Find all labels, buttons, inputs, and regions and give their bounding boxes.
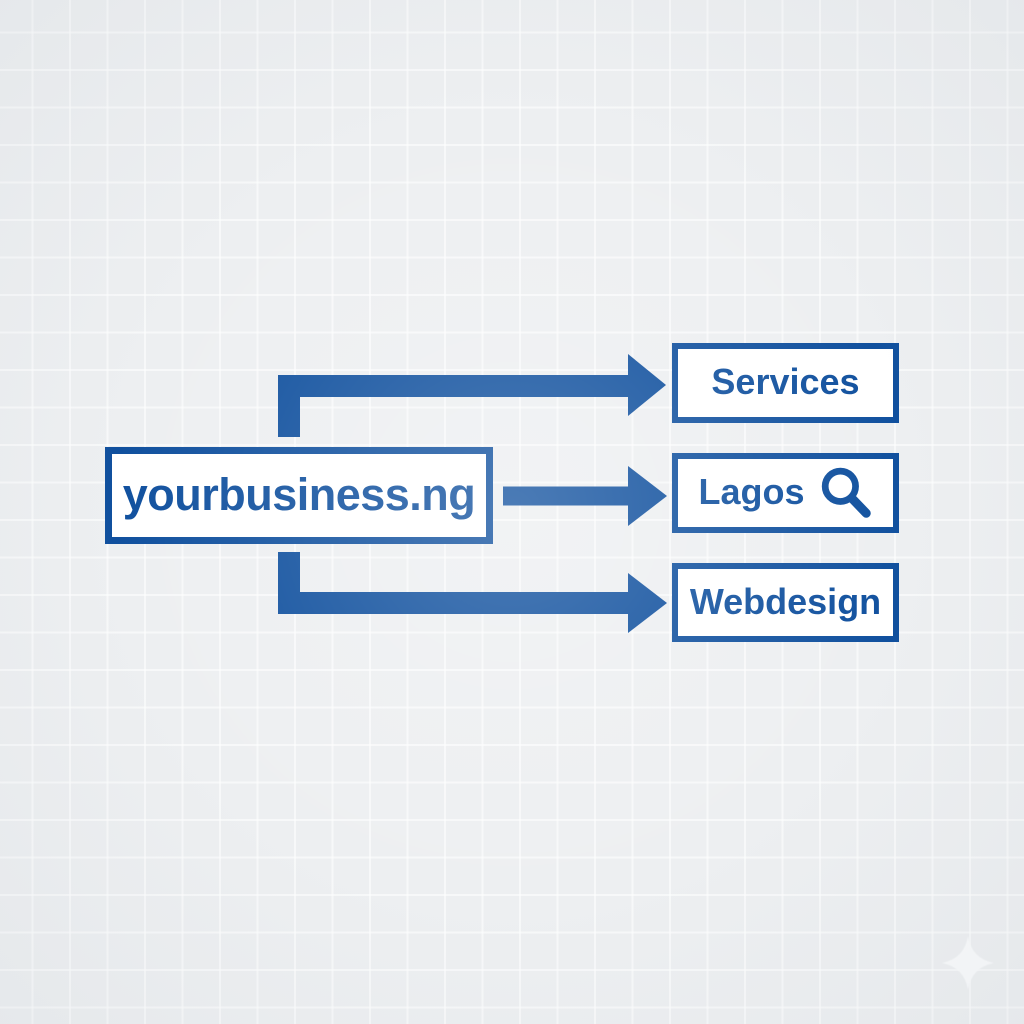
keyword-node-webdesign: Webdesign: [672, 563, 899, 642]
domain-node: yourbusiness.ng: [105, 447, 493, 544]
keyword-node-lagos: Lagos: [672, 453, 899, 533]
sparkle-icon: [942, 936, 994, 990]
keyword-label-lagos: Lagos: [698, 471, 805, 512]
keyword-label-services: Services: [711, 361, 860, 402]
arrow-to-services: [278, 354, 666, 437]
search-icon: [821, 467, 871, 518]
arrow-to-webdesign: [278, 552, 667, 633]
arrow-to-lagos: [503, 466, 667, 526]
keyword-label-webdesign: Webdesign: [689, 580, 882, 622]
domain-label: yourbusiness.ng: [122, 469, 476, 520]
keyword-node-services: Services: [672, 343, 899, 423]
